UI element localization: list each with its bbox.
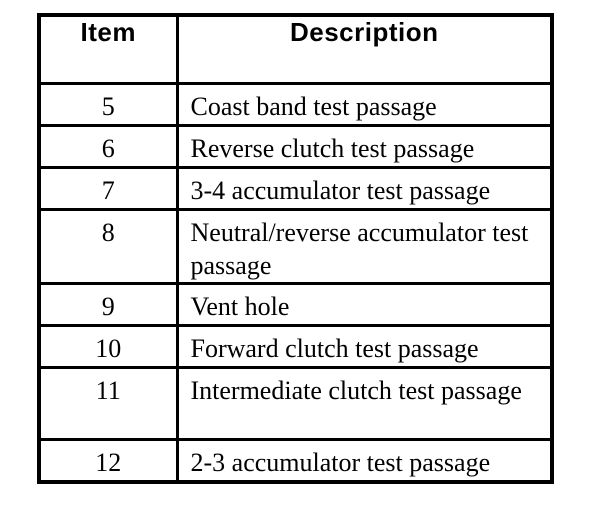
description-cell: Reverse clutch test passage xyxy=(175,123,554,169)
table-row: 8 Neutral/reverse accumulator test passa… xyxy=(37,207,554,285)
description-cell: Coast band test passage xyxy=(175,81,554,127)
table-header-row: Item Description xyxy=(37,13,554,85)
table-row: 9 Vent hole xyxy=(37,281,554,327)
item-cell: 9 xyxy=(37,281,179,327)
table-row: 11 Intermediate clutch test passage xyxy=(37,365,554,441)
column-header-item: Item xyxy=(37,13,179,85)
item-cell: 7 xyxy=(37,165,179,211)
item-cell: 11 xyxy=(37,365,179,441)
description-cell: Intermediate clutch test passage xyxy=(175,365,554,441)
item-cell: 6 xyxy=(37,123,179,169)
item-cell: 5 xyxy=(37,81,179,127)
table-row: 5 Coast band test passage xyxy=(37,81,554,127)
table-row: 10 Forward clutch test passage xyxy=(37,323,554,369)
description-cell: Forward clutch test passage xyxy=(175,323,554,369)
item-cell: 8 xyxy=(37,207,179,285)
description-cell: Vent hole xyxy=(175,281,554,327)
column-header-description: Description xyxy=(175,13,554,85)
table-row: 7 3-4 accumulator test passage xyxy=(37,165,554,211)
description-cell: Neutral/reverse accumulator test passage xyxy=(175,207,554,285)
description-cell: 3-4 accumulator test passage xyxy=(175,165,554,211)
item-cell: 10 xyxy=(37,323,179,369)
description-cell: 2-3 accumulator test passage xyxy=(175,437,554,483)
table-row: 12 2-3 accumulator test passage xyxy=(37,437,554,483)
item-cell: 12 xyxy=(37,437,179,483)
table-row: 6 Reverse clutch test passage xyxy=(37,123,554,169)
item-description-table: Item Description 5 Coast band test passa… xyxy=(37,13,554,484)
